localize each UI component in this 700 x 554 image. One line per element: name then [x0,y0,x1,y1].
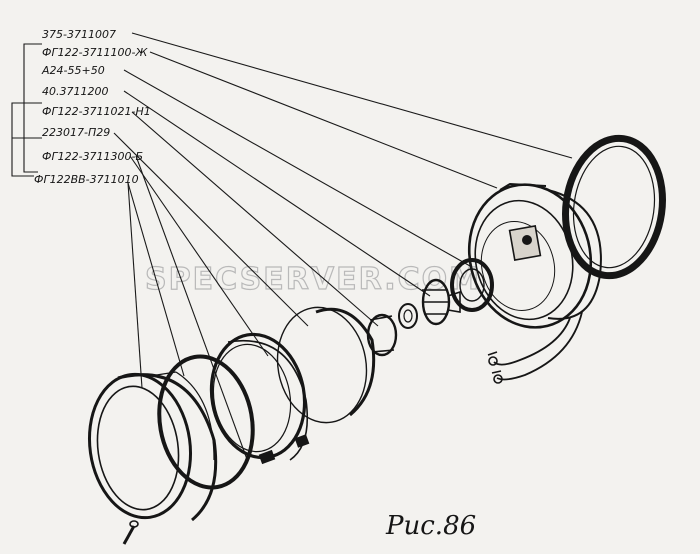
label-gasket: 223017-П29 [42,126,110,139]
bulb [398,278,461,329]
headlamp-housing [467,182,602,381]
watermark-text: SPECSERVER.COM [145,262,481,297]
label-socket: 40.3711200 [42,85,108,98]
outer-rim [87,371,218,522]
optical-element [276,306,398,424]
rim-seal-ring [562,134,666,280]
figure-caption: Рис.86 [385,511,476,541]
bulb-socket [450,258,494,312]
label-bulb: А24-55+50 [41,64,105,77]
gasket-ring [157,354,255,490]
wire-terminals [487,351,503,384]
part-labels: 375-3711007 ФГ122-3711100-Ж А24-55+50 40… [34,28,151,186]
screw [122,520,139,545]
label-housing: ФГ122-3711100-Ж [42,46,149,59]
leader-lines [113,32,573,463]
label-bracket [11,43,42,177]
label-optical-element: ФГ122-3711021-Н1 [42,105,151,118]
label-rim-seal: 375-3711007 [42,28,116,41]
label-inner-rim: ФГ122-3711300-Б [42,150,143,163]
label-outer-rim: ФГ122ВВ-3711010 [34,173,139,186]
inner-rim [209,332,310,465]
